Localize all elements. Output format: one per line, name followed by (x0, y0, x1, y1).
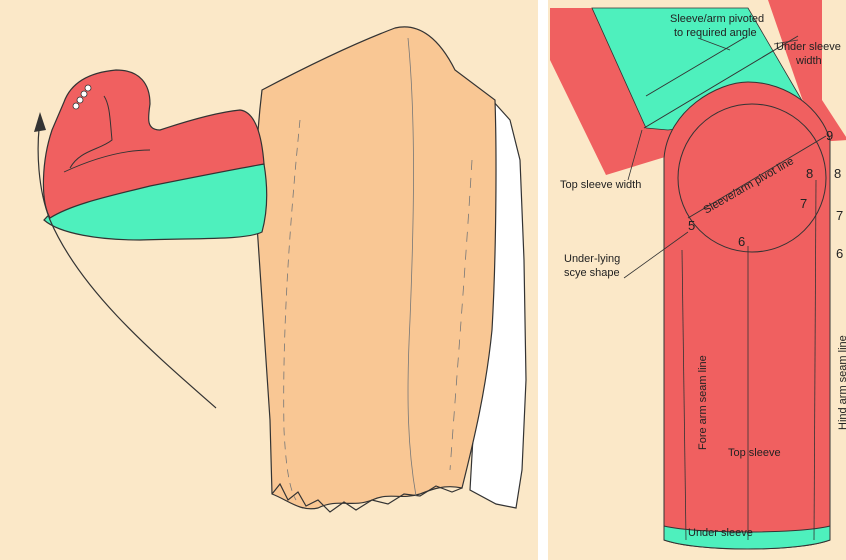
jacket-body (256, 27, 496, 509)
figure-right-panel: Sleeve/arm pivoted to required angle Und… (548, 0, 846, 560)
point-8-inner: 8 (806, 166, 813, 181)
main-sleeve-body (664, 82, 830, 549)
top-sleeve-width-label: Top sleeve width (560, 179, 641, 191)
point-6-centre: 6 (738, 234, 745, 249)
under-sleeve-width-line2: width (795, 55, 822, 67)
top-sleeve-label: Top sleeve (728, 447, 781, 459)
jacket-back-illustration (0, 0, 538, 560)
point-5: 5 (688, 218, 695, 233)
sleeve-pivot-diagram: Sleeve/arm pivoted to required angle Und… (548, 0, 846, 560)
figure-left-panel (0, 0, 538, 560)
point-8-outer: 8 (834, 166, 841, 181)
scye-label-line1: Under-lying (564, 253, 620, 265)
fore-arm-seam-label: Fore arm seam line (697, 355, 709, 450)
point-6-outer: 6 (836, 246, 843, 261)
point-9: 9 (826, 128, 833, 143)
pivot-note-line1: Sleeve/arm pivoted (670, 13, 764, 25)
under-sleeve-label: Under sleeve (688, 527, 753, 539)
point-7-inner: 7 (800, 196, 807, 211)
panel-divider (538, 0, 548, 560)
hind-arm-seam-label: Hind arm seam line (837, 335, 846, 430)
scye-label-line2: scye shape (564, 267, 620, 279)
point-7-outer: 7 (836, 208, 843, 223)
pivot-note-line2: to required angle (674, 27, 757, 39)
pivot-arrowhead-icon (34, 112, 46, 132)
under-sleeve-width-line1: Under sleeve (776, 41, 841, 53)
